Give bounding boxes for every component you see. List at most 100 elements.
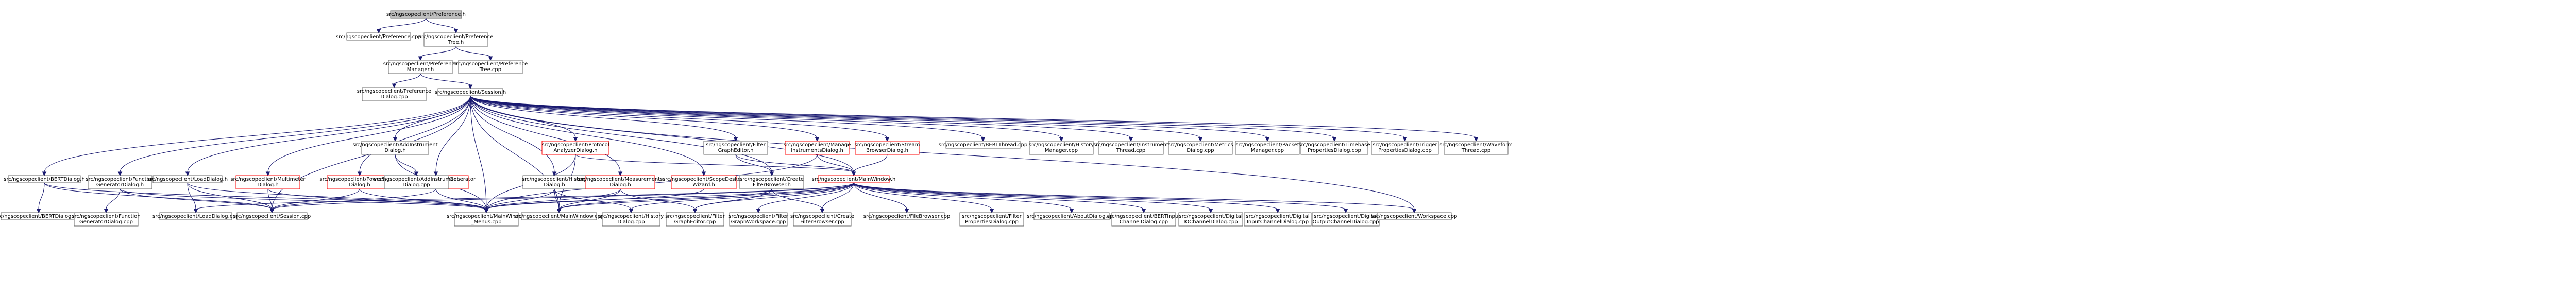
file-node-label: Dialog.h bbox=[384, 148, 405, 153]
dependency-edge bbox=[470, 95, 706, 177]
file-node-label: src/ngscopeclient/Preference bbox=[357, 89, 431, 94]
file-node-pref-cpp[interactable]: src/ngscopeclient/Preference.cpp bbox=[336, 32, 421, 41]
file-node-label: src/ngscopeclient/Digital bbox=[1179, 214, 1242, 219]
file-node-label: src/ngscopeclient/Session.cpp bbox=[233, 214, 311, 219]
file-node-label: _Menus.cpp bbox=[470, 219, 501, 225]
dependency-edge bbox=[470, 95, 1064, 142]
file-node-funcgen-cpp[interactable]: src/ngscopeclient/FunctionGeneratorDialo… bbox=[72, 212, 141, 227]
file-node-session-h[interactable]: src/ngscopeclient/Session.h bbox=[435, 88, 506, 96]
file-node-loaddlg-cpp[interactable]: src/ngscopeclient/LoadDialog.cpp bbox=[152, 212, 239, 220]
file-node-bertdlg-h[interactable]: src/ngscopeclient/BERTDialog.h bbox=[4, 175, 85, 183]
dependency-edge bbox=[629, 182, 854, 214]
file-node-label: Dialog.h bbox=[544, 182, 565, 188]
edges-layer bbox=[36, 18, 1479, 214]
dependency-edge bbox=[187, 182, 198, 214]
file-node-workspace-cpp[interactable]: src/ngscopeclient/Workspace.cpp bbox=[1371, 212, 1458, 220]
file-node-label: src/ngscopeclient/BERTDialog.h bbox=[4, 177, 85, 182]
file-node-label: src/ngscopeclient/LoadDialog.cpp bbox=[152, 214, 239, 219]
dependency-edge bbox=[470, 95, 820, 142]
file-node-label: src/ngscopeclient/Session.h bbox=[435, 90, 506, 95]
dependency-edge bbox=[395, 154, 419, 177]
file-node-label: Dialog.cpp bbox=[380, 94, 408, 100]
dependency-edge bbox=[853, 182, 1146, 214]
file-node-label: Dialog.cpp bbox=[402, 182, 430, 188]
file-node-mainwindow-h[interactable]: src/ngscopeclient/MainWindow.h bbox=[812, 175, 896, 183]
dependency-edge bbox=[36, 182, 45, 214]
file-node-protocol-h[interactable]: src/ngscopeclient/ProtocolAnalyzerDialog… bbox=[541, 141, 609, 155]
file-node-digitalio-cpp[interactable]: src/ngscopeclient/DigitalIOChannelDialog… bbox=[1178, 212, 1243, 227]
file-node-filebrowser-cpp[interactable]: src/ngscopeclient/FileBrowser.cpp bbox=[863, 212, 951, 220]
file-node-label: src/ngscopeclient/MainWindow.h bbox=[812, 177, 896, 182]
file-node-timebase-cpp[interactable]: src/ngscopeclient/TimebasePropertiesDial… bbox=[1298, 141, 1370, 155]
file-node-label: Manager.cpp bbox=[1045, 148, 1078, 153]
file-node-bertinput-cpp[interactable]: src/ngscopeclient/BERTInputChannelDialog… bbox=[1107, 212, 1180, 227]
file-node-addinst-cpp[interactable]: src/ngscopeclient/AddInstrumentDialog.cp… bbox=[374, 175, 459, 189]
file-node-loaddlg-h[interactable]: src/ngscopeclient/LoadDialog.h bbox=[147, 175, 228, 183]
file-node-label: GraphWorkspace.cpp bbox=[731, 219, 786, 225]
file-node-label: GeneratorDialog.cpp bbox=[79, 219, 133, 225]
file-node-label: Tree.h bbox=[448, 40, 464, 45]
file-node-pref-h[interactable]: src/ngscopeclient/Preference.h bbox=[386, 10, 466, 19]
file-node-label: src/ngscopeclient/AboutDialog.cpp bbox=[1027, 214, 1116, 219]
file-node-label: src/ngscopeclient/Create bbox=[740, 177, 804, 182]
file-node-trigger-cpp[interactable]: src/ngscopeclient/TriggerPropertiesDialo… bbox=[1371, 141, 1439, 155]
dependency-edge bbox=[853, 182, 994, 214]
file-node-label: Dialog.h bbox=[349, 182, 370, 188]
file-node-label: src/ngscopeclient/Preference bbox=[453, 61, 528, 67]
dependency-edge bbox=[426, 18, 459, 34]
file-node-label: src/ngscopeclient/Filter bbox=[728, 214, 788, 219]
file-node-label: src/ngscopeclient/Measurements bbox=[578, 177, 663, 182]
file-node-funcgen-h[interactable]: src/ngscopeclient/FunctionGeneratorDialo… bbox=[86, 175, 155, 189]
dependency-edge bbox=[357, 95, 471, 177]
dependency-edge bbox=[117, 95, 471, 177]
file-node-label: GraphEditor.h bbox=[718, 148, 754, 153]
dependency-edge bbox=[265, 95, 471, 177]
file-node-mwmenus-cpp[interactable]: src/ngscopeclient/MainWindow_Menus.cpp bbox=[447, 212, 526, 227]
file-node-createfilter-cpp[interactable]: src/ngscopeclient/CreateFilterBrowser.cp… bbox=[790, 212, 854, 227]
dependency-edge bbox=[42, 95, 471, 177]
file-node-filterprops-cpp[interactable]: src/ngscopeclient/FilterPropertiesDialog… bbox=[959, 212, 1024, 227]
file-node-digitalin-cpp[interactable]: src/ngscopeclient/DigitalInputChannelDia… bbox=[1244, 212, 1312, 227]
file-node-bertdlg-cpp[interactable]: src/ngscopeclient/BERTDialog.cpp bbox=[0, 212, 82, 220]
dependency-edge bbox=[193, 182, 854, 214]
dependency-edge bbox=[820, 182, 854, 214]
file-node-manageinst-h[interactable]: src/ngscopeclient/ManageInstrumentsDialo… bbox=[784, 141, 851, 155]
file-node-mainwindow-cpp[interactable]: src/ngscopeclient/MainWindow.cpp bbox=[514, 212, 604, 220]
file-node-label: src/ngscopeclient/ScopeDeskew bbox=[663, 177, 745, 182]
file-node-label: src/ngscopeclient/Filter bbox=[665, 214, 725, 219]
dependency-edge bbox=[433, 95, 471, 177]
file-node-label: src/ngscopeclient/Instrument bbox=[1093, 142, 1168, 148]
file-node-label: src/ngscopeclient/Workspace.cpp bbox=[1371, 214, 1458, 219]
file-node-filterws-cpp[interactable]: src/ngscopeclient/FilterGraphWorkspace.c… bbox=[728, 212, 789, 227]
file-node-about-cpp[interactable]: src/ngscopeclient/AboutDialog.cpp bbox=[1027, 212, 1116, 220]
dependency-edge bbox=[556, 182, 854, 214]
file-node-label: src/ngscopeclient/Metrics bbox=[1167, 142, 1233, 148]
dependency-edge bbox=[735, 154, 774, 177]
file-node-label: Manager.cpp bbox=[1251, 148, 1284, 153]
file-node-digitalout-cpp[interactable]: src/ngscopeclient/DigitalOutputChannelDi… bbox=[1312, 212, 1380, 227]
file-node-label: src/ngscopeclient/Preference bbox=[419, 34, 493, 40]
file-node-bertthread-cpp[interactable]: src/ngscopeclient/BERTThread.cpp bbox=[939, 141, 1028, 149]
file-node-label: src/ngscopeclient/BERTDialog.cpp bbox=[0, 214, 82, 219]
file-node-session-cpp[interactable]: src/ngscopeclient/Session.cpp bbox=[233, 212, 311, 220]
